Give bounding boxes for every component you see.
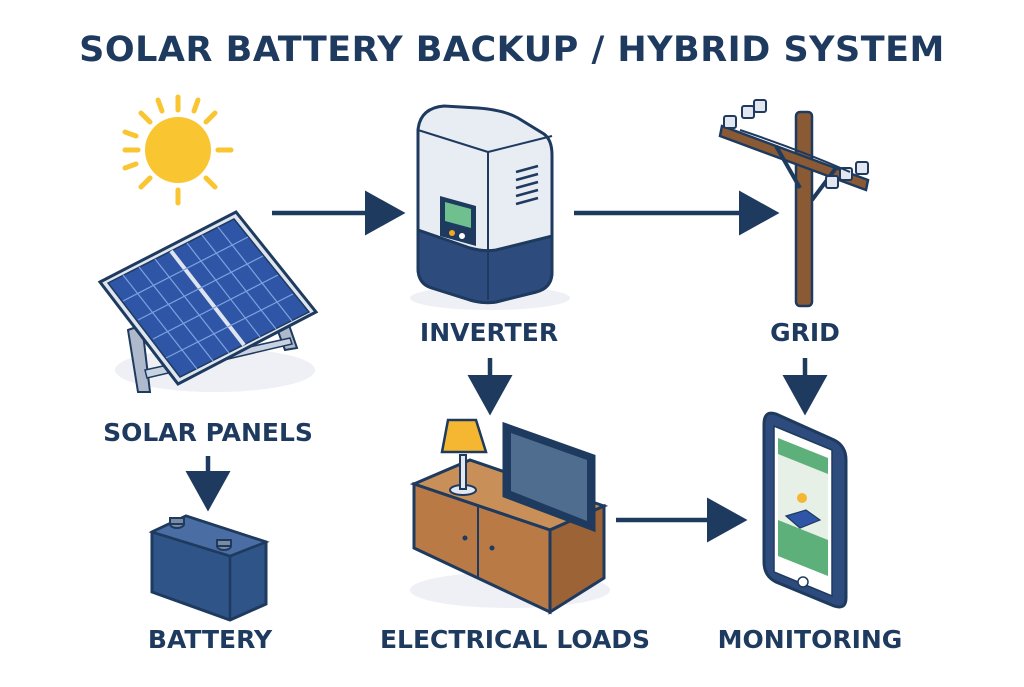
label-inverter: INVERTER xyxy=(419,318,559,347)
label-solar-panels: SOLAR PANELS xyxy=(103,418,313,447)
label-grid: GRID xyxy=(770,318,840,347)
solar-panels-icon xyxy=(97,210,319,393)
electrical-loads-icon xyxy=(409,418,610,615)
battery-icon xyxy=(148,514,270,622)
monitoring-phone-icon xyxy=(762,411,848,609)
label-electrical-loads: ELECTRICAL LOADS xyxy=(379,625,651,654)
flow-arrows xyxy=(185,190,828,543)
inverter-icon xyxy=(410,104,570,310)
label-battery: BATTERY xyxy=(147,625,273,654)
label-monitoring: MONITORING xyxy=(717,625,903,654)
grid-pole-icon xyxy=(718,99,870,308)
page-title: SOLAR BATTERY BACKUP / HYBRID SYSTEM xyxy=(79,30,945,70)
sun-icon xyxy=(122,94,234,206)
